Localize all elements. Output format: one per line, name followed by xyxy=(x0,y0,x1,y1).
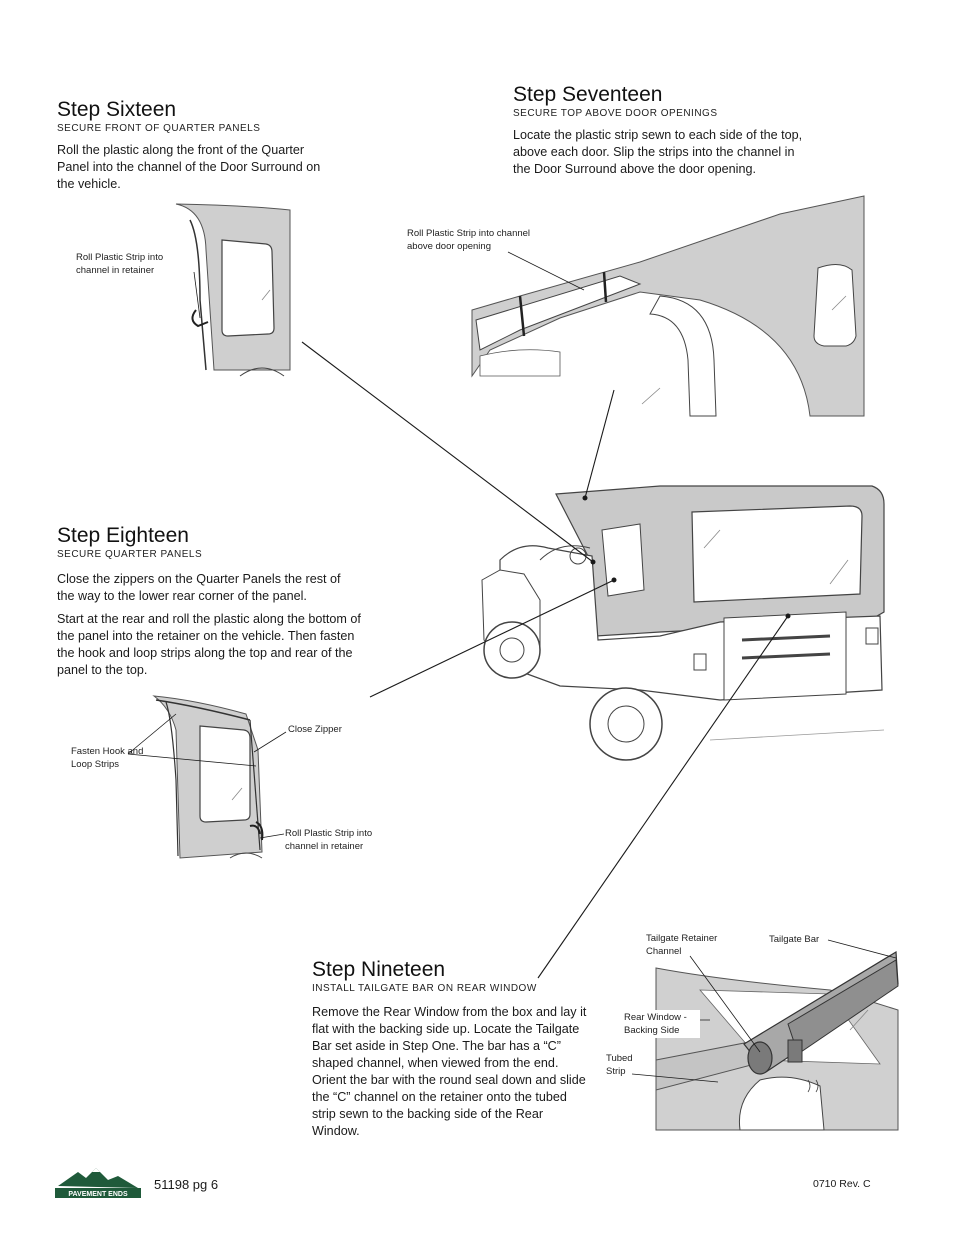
step-eighteen-section: Step Eighteen SECURE QUARTER PANELS Clos… xyxy=(57,524,367,679)
step-eighteen-body-2: Start at the rear and roll the plastic a… xyxy=(57,612,361,677)
callout-eighteen-roll-strip: Roll Plastic Strip into channel in retai… xyxy=(285,828,373,852)
step-seventeen-body: Locate the plastic strip sewn to each si… xyxy=(513,128,803,176)
step-nineteen-section: Step Nineteen INSTALL TAILGATE BAR ON RE… xyxy=(312,958,592,1140)
callout-close-zipper: Close Zipper xyxy=(288,724,342,735)
quarter-panel-illustration xyxy=(152,695,264,859)
step-seventeen-title: Step Seventeen xyxy=(513,83,663,106)
step-sixteen-section: Step Sixteen SECURE FRONT OF QUARTER PAN… xyxy=(57,98,357,193)
step-seventeen-subtitle: SECURE TOP ABOVE DOOR OPENINGS xyxy=(513,108,718,119)
pavement-ends-logo: PAVEMENT ENDS xyxy=(55,1168,141,1198)
page-reference: 51198 pg 6 xyxy=(154,1177,219,1192)
tailgate-bar-illustration xyxy=(655,950,899,1131)
logo-text: PAVEMENT ENDS xyxy=(68,1191,128,1198)
step-eighteen-body-1: Close the zippers on the Quarter Panels … xyxy=(57,572,341,603)
step-sixteen-body: Roll the plastic along the front of the … xyxy=(57,143,321,191)
callout-hook-loop: Fasten Hook and Loop Strips xyxy=(71,746,144,770)
step-nineteen-subtitle: INSTALL TAILGATE BAR ON REAR WINDOW xyxy=(312,983,537,994)
step-seventeen-section: Step Seventeen SECURE TOP ABOVE DOOR OPE… xyxy=(513,83,813,178)
step-eighteen-title: Step Eighteen xyxy=(57,524,189,547)
quarter-panel-front-illustration xyxy=(175,202,291,377)
callout-seventeen-roll-strip: Roll Plastic Strip into channel above do… xyxy=(407,228,531,252)
jeep-illustration xyxy=(481,485,885,761)
callout-tubed-strip: Tubed Strip xyxy=(606,1053,633,1077)
step-eighteen-subtitle: SECURE QUARTER PANELS xyxy=(57,549,203,560)
step-sixteen-subtitle: SECURE FRONT OF QUARTER PANELS xyxy=(57,123,261,134)
callout-tailgate-bar: Tailgate Bar xyxy=(769,934,820,945)
callout-rear-window-backing: Rear Window - Backing Side xyxy=(622,1010,700,1038)
door-surround-top-illustration xyxy=(471,195,865,417)
revision-label: 0710 Rev. C xyxy=(813,1178,871,1190)
callout-tailgate-retainer: Tailgate Retainer Channel xyxy=(646,933,718,957)
step-nineteen-body: Remove the Rear Window from the box and … xyxy=(312,1005,587,1138)
callout-sixteen-roll-strip: Roll Plastic Strip into channel in retai… xyxy=(76,252,164,276)
step-sixteen-title: Step Sixteen xyxy=(57,98,177,121)
step-nineteen-title: Step Nineteen xyxy=(312,958,446,981)
